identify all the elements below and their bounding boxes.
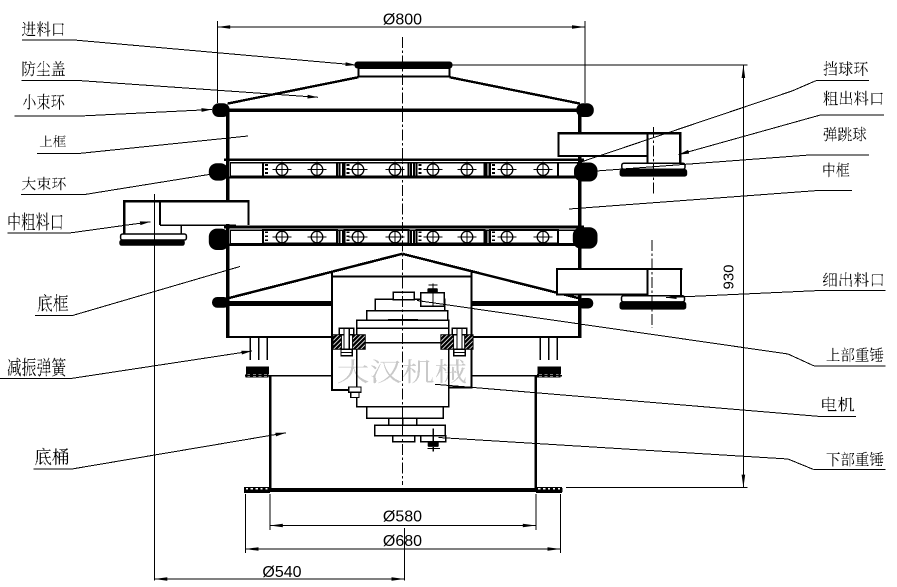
svg-text:Ø800: Ø800 [383,12,422,29]
svg-text:Ø540: Ø540 [262,564,301,581]
svg-text:Ø680: Ø680 [383,533,422,550]
svg-text:930: 930 [721,264,738,289]
svg-text:Ø580: Ø580 [383,509,422,526]
